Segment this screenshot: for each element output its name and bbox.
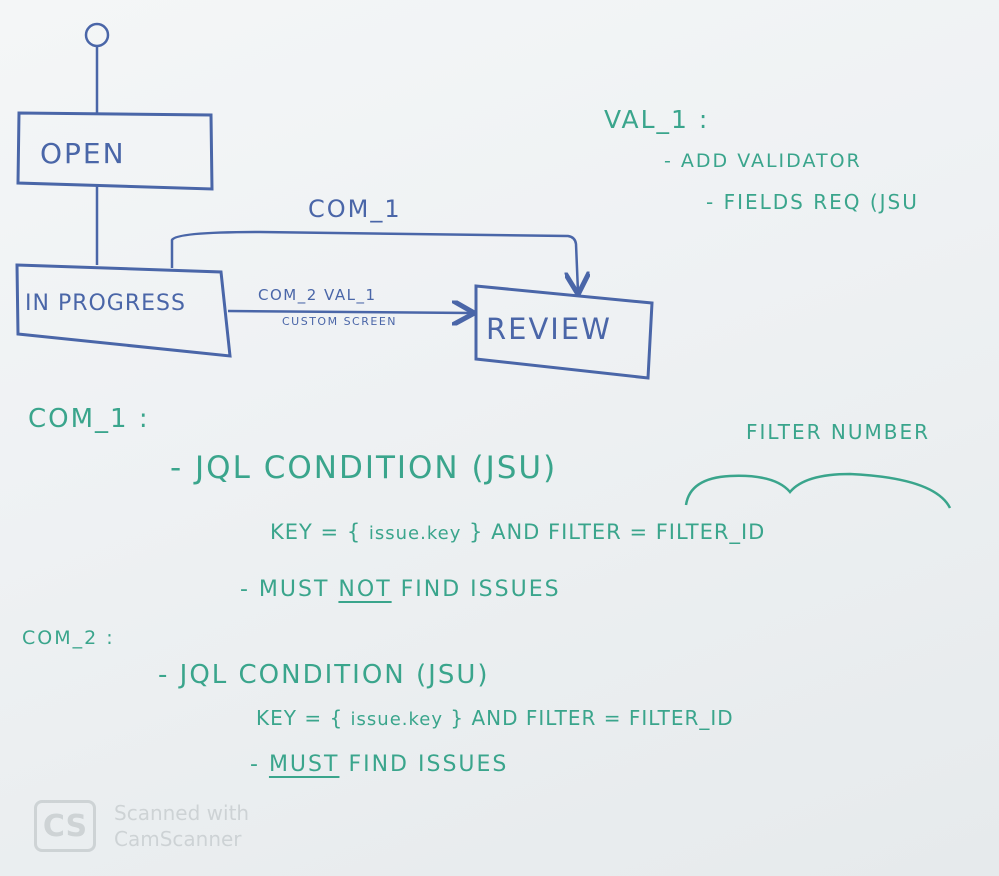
com1-title: COM_1 : [28,404,150,434]
com2-rule-prefix: - [250,752,260,777]
val1-item-add-validator: - ADD VALIDATOR [664,150,862,172]
com1-rule-prefix: - MUST [240,577,330,602]
filter-number-brace [684,472,952,509]
watermark-line-1: Scanned with [114,801,250,825]
com1-transition-arrow [170,230,578,292]
com2-rule-suffix: FIND ISSUES [348,752,509,777]
state-review-label: REVIEW [486,312,612,346]
watermark-line-2: CamScanner [114,827,242,851]
com2-title: COM_2 : [22,627,115,649]
com2-rule-must: MUST [268,752,340,777]
com1-expr-issue-key: issue.key [368,523,462,544]
val1-title: VAL_1 : [604,105,710,134]
com2-rule: - MUST FIND ISSUES [250,752,508,777]
com2-jql-condition: - JQL CONDITION (JSU) [158,660,490,690]
watermark-text: Scanned with CamScanner [114,800,249,852]
com2-jql-expression: KEY = { issue.key } AND FILTER = FILTER_… [256,706,734,730]
com1-rule-not: NOT [338,577,392,602]
com1-rule: - MUST NOT FIND ISSUES [240,577,561,602]
state-in-progress-label: IN PROGRESS [25,291,186,316]
start-node [84,22,110,48]
val1-item-fields-required: - FIELDS REQ (JSU [706,190,919,214]
com2-expr-filter: } AND FILTER = FILTER_ID [450,706,734,730]
com1-jql-condition: - JQL CONDITION (JSU) [170,450,558,486]
open-state-box [16,111,214,191]
in-progress-state-box [15,263,232,358]
com1-expr-key: KEY = { [270,520,362,544]
com1-expr-filter: } AND FILTER = FILTER_ID [469,520,766,544]
transition-com1-label: COM_1 [308,195,402,223]
state-open-label: OPEN [40,137,126,170]
com2-expr-key: KEY = { [256,706,344,730]
com1-filter-number-annotation: FILTER NUMBER [746,420,931,444]
com2-expr-issue-key: issue.key [350,709,444,730]
transition-custom-screen-label: CUSTOM SCREEN [282,315,398,328]
transition-com2-label: COM_2 VAL_1 [258,286,377,304]
review-state-box [474,284,654,380]
com1-jql-expression: KEY = { issue.key } AND FILTER = FILTER_… [270,520,765,544]
camscanner-logo-icon: CS [34,800,96,852]
com2-transition-arrow [227,311,472,313]
com1-rule-suffix: FIND ISSUES [400,577,561,602]
